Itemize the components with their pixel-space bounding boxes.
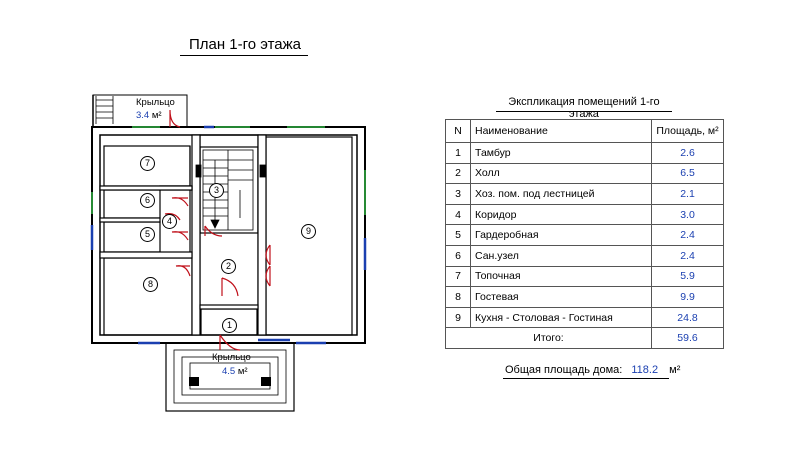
row-area-value: 3.0 [651,203,724,226]
bottom-porch-area-unit: м² [237,366,248,377]
row-room-name: Хоз. пом. под лестницей [470,183,652,205]
row-room-name: Кухня - Столовая - Гостиная [470,306,652,329]
staircase [195,149,267,231]
row-area-value: 2.4 [651,244,724,267]
top-porch-area-unit: м² [151,110,162,121]
room-number-4: 4 [162,214,177,229]
explication-header-row: N Наименование Площадь, м² [445,119,724,143]
row-area-value: 9.9 [651,286,724,308]
table-total-label: Итого: [445,327,652,349]
row-area-value: 2.6 [651,142,724,164]
doors [164,109,271,351]
room-number-1: 1 [222,318,237,333]
plan-title-underline [180,55,308,56]
row-number: 6 [445,244,471,267]
row-number: 9 [445,306,471,329]
row-room-name: Гостевая [470,286,652,308]
column-header-name: Наименование [470,119,652,143]
room-number-2: 2 [221,259,236,274]
row-room-name: Гардеробная [470,224,652,246]
row-room-name: Тамбур [470,142,652,164]
room-number-9: 9 [301,224,316,239]
row-number: 2 [445,162,471,185]
room-number-3: 3 [209,183,224,198]
column-header-n: N [445,119,471,143]
table-total-value: 59.6 [651,327,724,349]
outer-window-frames [91,126,366,215]
row-room-name: Холл [470,162,652,185]
row-number: 8 [445,286,471,308]
house-total-area: Общая площадь дома: 118.2 м² [505,364,680,376]
explication-title-underline [496,111,672,112]
top-porch-label: Крыльцо [136,97,175,108]
row-room-name: Сан.узел [470,244,652,267]
bottom-porch-area-value: 4.5 [222,366,236,377]
bottom-porch-label: Крыльцо [212,352,251,363]
house-total-value: 118.2 [631,364,659,376]
outer-walls [91,126,366,344]
interior-walls [99,134,353,336]
windows [90,125,367,345]
row-area-value: 24.8 [651,306,724,329]
house-total-underline [503,378,669,379]
table-total-row: Итого:59.6 [445,327,724,349]
row-area-value: 5.9 [651,265,724,288]
room-number-6: 6 [140,193,155,208]
room-number-5: 5 [140,227,155,242]
row-number: 1 [445,142,471,164]
bottom-porch-area: 4.5 м² [222,366,248,377]
top-porch-area-value: 3.4 [136,110,150,121]
row-room-name: Топочная [470,265,652,288]
row-area-value: 2.1 [651,183,724,205]
explication-title: Экспликация помещений 1-го этажа [508,96,660,120]
house-total-label: Общая площадь дома: [505,364,623,376]
row-number: 7 [445,265,471,288]
room-number-8: 8 [143,277,158,292]
row-number: 5 [445,224,471,246]
row-area-value: 6.5 [651,162,724,185]
row-number: 3 [445,183,471,205]
plan-title: План 1-го этажа [188,36,302,53]
house-total-unit: м² [669,364,681,376]
row-room-name: Коридор [470,203,652,226]
top-porch-area: 3.4 м² [136,110,162,121]
room-number-7: 7 [140,156,155,171]
row-number: 4 [445,203,471,226]
top-porch [92,94,188,128]
row-area-value: 2.4 [651,224,724,246]
column-header-area: Площадь, м² [651,119,724,143]
